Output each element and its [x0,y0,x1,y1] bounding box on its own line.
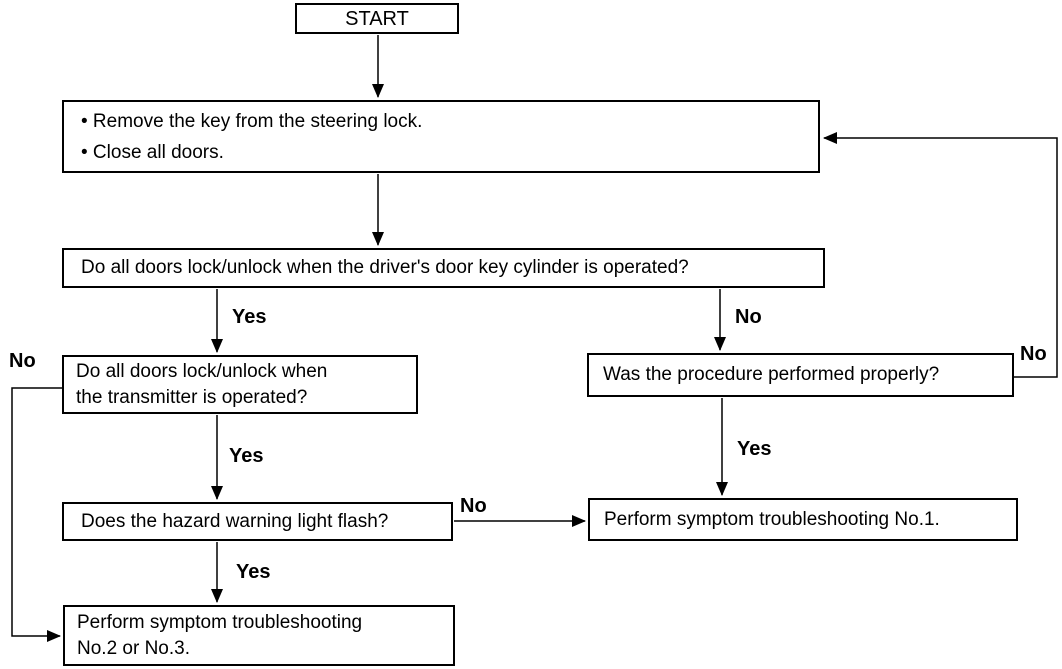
edge-label-key-cylinder-no: No [735,306,762,328]
node-prepare-line-2: • Close all doors. [81,141,224,163]
edge-label-transmitter-yes: Yes [229,445,264,467]
node-troubleshoot-no2-no3: Perform symptom troubleshooting No.2 or … [63,605,455,666]
node-prepare-vehicle: • Remove the key from the steering lock.… [62,100,820,173]
edge-label-procedure-no: No [1020,343,1047,365]
node-hazard-label: Does the hazard warning light flash? [81,510,389,532]
edge-transmitter-no-to-troubleshoot-no23 [11,387,62,642]
node-transmitter-line-1: Do all doors lock/unlock when [76,360,328,382]
node-transmitter-line-2: the transmitter is operated? [76,386,308,408]
edge-label-key-cylinder-yes: Yes [232,306,267,328]
node-procedure-label: Was the procedure performed properly? [603,364,940,385]
node-troubleshoot-no2-no3-line-2: No.2 or No.3. [77,637,190,659]
node-prepare-line-1: • Remove the key from the steering lock. [81,110,423,132]
node-key-cylinder-question: Do all doors lock/unlock when the driver… [62,248,825,288]
edge-label-hazard-no: No [460,495,487,517]
node-start-label: START [345,7,409,30]
node-key-cylinder-label: Do all doors lock/unlock when the driver… [81,257,689,278]
node-procedure-question: Was the procedure performed properly? [587,353,1014,397]
node-troubleshoot-no2-no3-line-1: Perform symptom troubleshooting [77,611,363,633]
edge-label-transmitter-no: No [9,350,36,372]
node-troubleshoot-no1-label: Perform symptom troubleshooting No.1. [604,508,940,530]
node-hazard-question: Does the hazard warning light flash? [62,502,453,541]
node-start: START [295,3,459,34]
node-troubleshoot-no1: Perform symptom troubleshooting No.1. [588,498,1018,541]
edge-procedure-no-back-to-prepare [823,132,1058,378]
edge-label-hazard-yes: Yes [236,561,271,583]
node-transmitter-question: Do all doors lock/unlock when the transm… [62,355,418,414]
edge-label-procedure-yes: Yes [737,438,772,460]
